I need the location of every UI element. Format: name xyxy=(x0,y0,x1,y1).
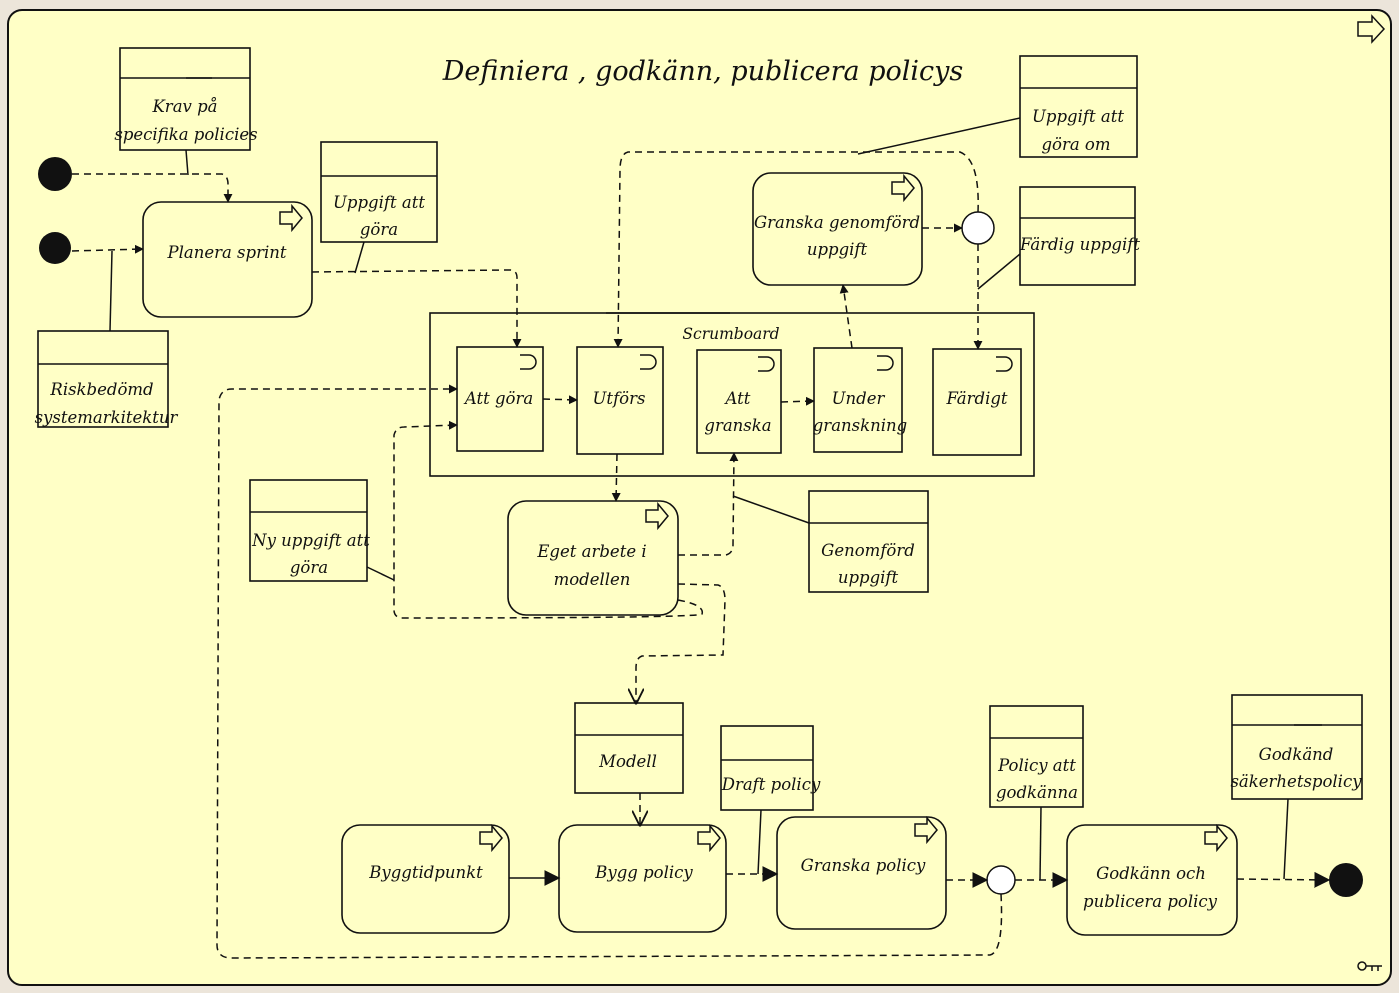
flow-eget-attgranska xyxy=(678,452,739,556)
object-modell: Modell xyxy=(574,702,684,794)
column-att-gora-label: Att göra xyxy=(463,389,533,408)
object-godkand-sakerhetspolicy: Godkänd säkerhetspolicy xyxy=(1230,694,1363,800)
column-att-granska: Att granska xyxy=(696,349,782,454)
object-uppgift-att-gora-label-2: göra xyxy=(360,220,398,239)
object-riskbedomd-label-2: systemarkitektur xyxy=(35,408,179,427)
object-godkand-label-1: Godkänd xyxy=(1259,745,1334,764)
decision-node-review xyxy=(961,211,995,245)
object-uppgift-att-gora-label-1: Uppgift att xyxy=(333,193,425,212)
object-krav-label-1: Krav på xyxy=(151,97,217,116)
object-riskbedomd: Riskbedömd systemarkitektur xyxy=(35,330,179,428)
flow-initial1-planera xyxy=(72,173,233,203)
object-uppgift-att-gora: Uppgift att göra xyxy=(320,141,438,243)
flow-godkann-final xyxy=(1236,871,1331,888)
object-policy-att-godkanna-label-2: godkänna xyxy=(996,783,1078,802)
action-bygg-policy: Bygg policy xyxy=(558,823,727,933)
object-genomford-uppgift-label-2: uppgift xyxy=(838,568,899,587)
frame-action-icon xyxy=(1357,14,1386,44)
action-eget-arbete: Eget arbete i modellen xyxy=(507,500,679,616)
action-byggtidpunkt-label: Byggtidpunkt xyxy=(368,863,483,882)
object-modell-label: Modell xyxy=(598,752,657,771)
frame-rake-icon xyxy=(1357,961,1382,971)
initial-node-1 xyxy=(38,157,72,191)
final-node xyxy=(1329,863,1363,897)
action-granska-policy-label: Granska policy xyxy=(801,856,926,875)
column-under-granskning-label-2: granskning xyxy=(813,416,907,435)
column-att-gora: Att göra xyxy=(456,346,544,452)
object-draft-policy: Draft policy xyxy=(720,725,821,811)
diagram-title: Definiera , godkänn, publicera policys xyxy=(442,56,964,87)
action-byggtidpunkt: Byggtidpunkt xyxy=(341,823,510,934)
action-granska-genomford: Granska genomförd uppgift xyxy=(752,172,923,286)
object-draft-policy-label: Draft policy xyxy=(721,775,821,794)
column-utfors: Utförs xyxy=(576,346,664,455)
action-godkann-publicera-label-1: Godkänn och xyxy=(1096,864,1206,883)
object-riskbedomd-label-1: Riskbedömd xyxy=(49,380,153,399)
scrumboard-label: Scrumboard xyxy=(682,325,779,343)
action-granska-policy: Granska policy xyxy=(776,815,947,930)
object-uppgift-gora-om: Uppgift att göra om xyxy=(1019,55,1138,158)
initial-node-2 xyxy=(39,232,71,264)
object-fardig-uppgift: Färdig uppgift xyxy=(1019,186,1140,286)
object-policy-att-godkanna: Policy att godkänna xyxy=(989,705,1084,808)
flows xyxy=(71,151,1331,959)
column-att-granska-label-1: Att xyxy=(724,389,751,408)
flow-under-granska xyxy=(839,284,853,349)
column-att-granska-label-2: granska xyxy=(704,416,771,435)
object-uppgift-gora-om-label-2: göra om xyxy=(1041,135,1110,154)
object-uppgift-gora-om-label-1: Uppgift att xyxy=(1032,107,1124,126)
flow-attgranska-under xyxy=(780,396,815,406)
object-policy-att-godkanna-label-1: Policy att xyxy=(997,756,1076,775)
action-granska-genomford-label-1: Granska genomförd xyxy=(754,213,920,232)
flow-planera-attgora xyxy=(311,269,522,348)
column-fardigt: Färdigt xyxy=(932,348,1022,456)
column-fardigt-label: Färdigt xyxy=(945,389,1007,408)
column-under-granskning: Under granskning xyxy=(813,347,907,453)
action-planera-sprint: Planera sprint xyxy=(142,201,313,318)
column-utfors-label: Utförs xyxy=(593,389,646,408)
flow-decision-utfors xyxy=(613,151,979,348)
action-granska-genomford-label-2: uppgift xyxy=(807,240,868,259)
object-connectors xyxy=(109,117,1289,881)
decision-node-policy xyxy=(986,865,1016,895)
action-planera-sprint-label: Planera sprint xyxy=(166,243,286,262)
action-godkann-publicera-label-2: publicera policy xyxy=(1083,892,1218,911)
column-under-granskning-label-1: Under xyxy=(832,389,886,408)
object-genomford-uppgift-label-1: Genomförd xyxy=(821,541,915,560)
flow-eget-modell xyxy=(636,583,726,703)
action-godkann-publicera: Godkänn och publicera policy xyxy=(1066,823,1238,936)
flow-eget-attgora xyxy=(393,420,704,619)
object-fardig-uppgift-label: Färdig uppgift xyxy=(1019,235,1140,254)
flow-attgora-utfors xyxy=(542,395,578,405)
object-ny-uppgift-label-2: göra xyxy=(290,558,328,577)
object-godkand-label-2: säkerhetspolicy xyxy=(1230,772,1362,791)
action-eget-arbete-label-2: modellen xyxy=(554,570,631,589)
object-krav: Krav på specifika policies xyxy=(114,47,258,151)
action-eget-arbete-label-1: Eget arbete i xyxy=(536,542,646,561)
flow-utfors-eget xyxy=(611,453,621,502)
object-ny-uppgift: Ny uppgift att göra xyxy=(249,479,370,582)
object-genomford-uppgift: Genomförd uppgift xyxy=(808,490,929,593)
action-bygg-policy-label: Bygg policy xyxy=(594,863,693,882)
object-ny-uppgift-label-1: Ny uppgift att xyxy=(251,531,370,550)
flow-reject-attgora xyxy=(216,384,1003,959)
object-krav-label-2: specifika policies xyxy=(114,125,257,144)
